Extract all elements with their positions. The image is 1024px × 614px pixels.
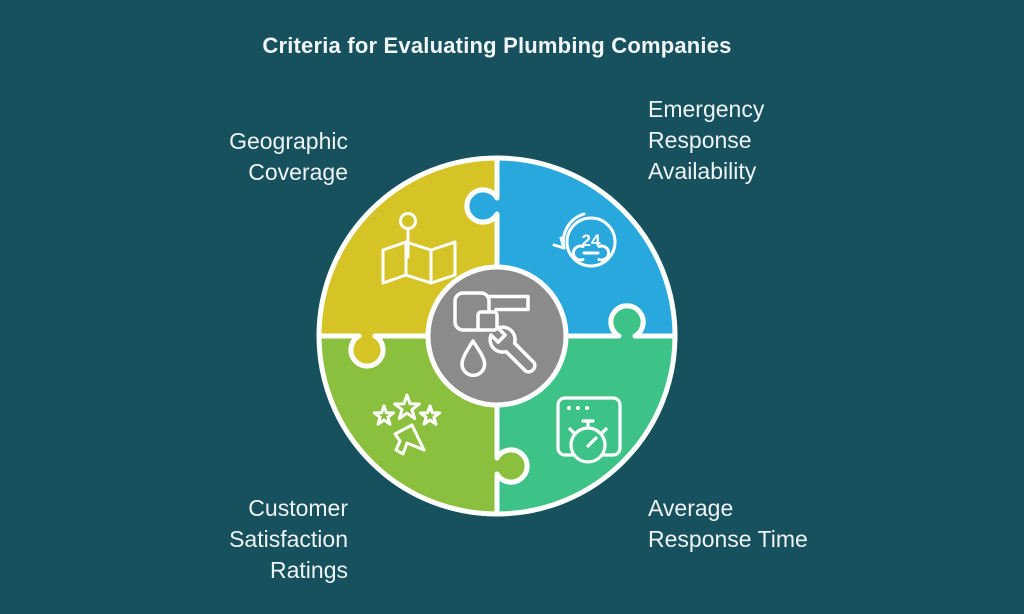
24-hour-service-icon <box>552 212 617 268</box>
star-ratings-icon <box>373 393 441 456</box>
center-circle <box>425 264 569 408</box>
label-emergency-response-availability: Emergency Response Availability <box>648 96 765 184</box>
timer-window-icon <box>556 396 622 464</box>
page-title: Criteria for Evaluating Plumbing Compani… <box>262 33 732 58</box>
label-geographic-coverage: Geographic Coverage <box>229 128 348 185</box>
label-customer-satisfaction-ratings: Customer Satisfaction Ratings <box>229 495 348 583</box>
label-average-response-time: Average Response Time <box>648 495 808 552</box>
24-hours-badge: 24 <box>582 231 601 250</box>
plumbing-pipe-wrench-icon <box>453 291 537 377</box>
map-location-icon <box>381 212 457 285</box>
